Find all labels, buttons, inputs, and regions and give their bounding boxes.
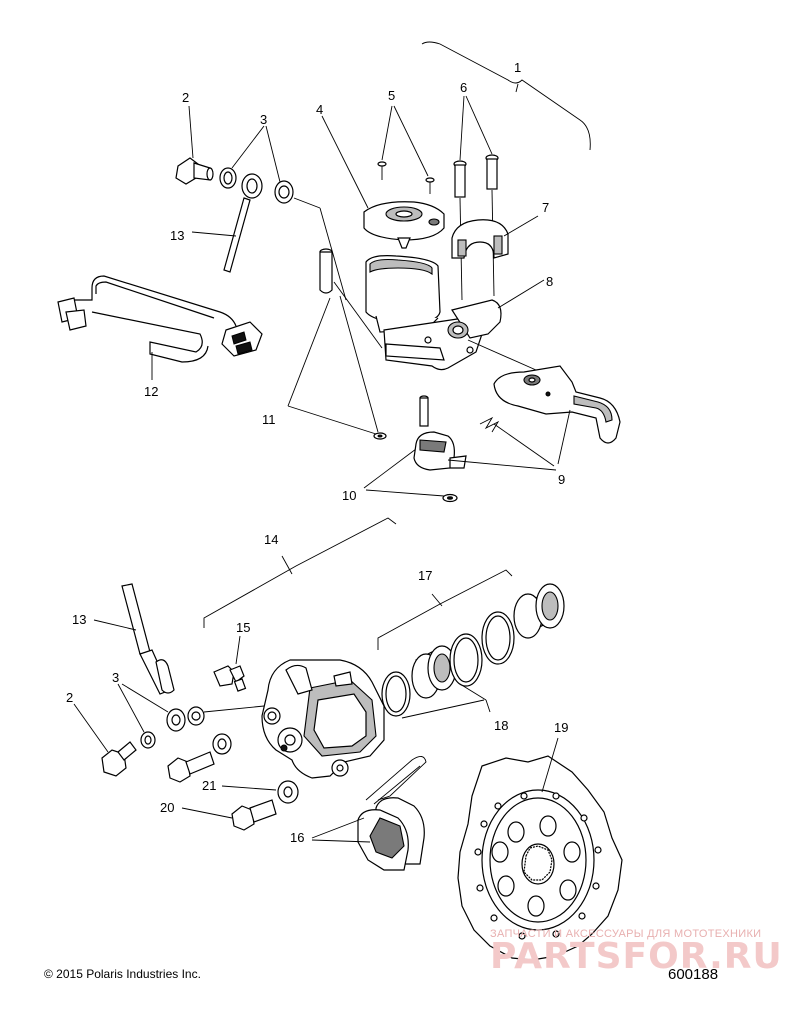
master-cylinder-body — [365, 255, 502, 371]
lever-pushrod-block — [413, 431, 467, 471]
clamp-bolt-2 — [485, 154, 499, 190]
callout-17: 17 — [418, 568, 432, 583]
group-bracket-14 — [203, 517, 397, 628]
washer-lower-2 — [187, 706, 205, 726]
callout-13-lower: 13 — [72, 612, 86, 627]
banjo-fitting-upper — [241, 173, 263, 199]
cap-screw-2 — [425, 177, 435, 194]
clamp-bolt-1 — [453, 160, 467, 198]
bleeder-valve — [213, 665, 247, 692]
watermark-logo: PARTSFOR.RU — [490, 936, 783, 977]
e-clip-2 — [442, 493, 458, 503]
callout-9: 9 — [558, 472, 565, 487]
callout-18: 18 — [494, 718, 508, 733]
callout-21: 21 — [202, 778, 216, 793]
wire-harness — [57, 275, 263, 363]
washer-lower-1 — [140, 731, 156, 749]
pivot-pin-upper — [319, 248, 333, 294]
brake-line-upper — [223, 197, 251, 273]
callout-4: 4 — [316, 102, 323, 117]
mount-bolt — [231, 799, 277, 831]
callout-20: 20 — [160, 800, 174, 815]
caliper-washer-mid — [212, 733, 232, 755]
banjo-fitting-lower — [166, 708, 186, 732]
callout-19: 19 — [554, 720, 568, 735]
callout-2-upper: 2 — [182, 90, 189, 105]
callout-11: 11 — [262, 412, 276, 427]
callout-3-lower: 3 — [112, 670, 119, 685]
banjo-bolt-upper — [175, 157, 214, 185]
document-number: 600188 — [668, 966, 719, 983]
callout-8: 8 — [546, 274, 553, 289]
callout-5: 5 — [388, 88, 395, 103]
seal-ring-3 — [481, 611, 515, 665]
lever-pin — [419, 395, 429, 427]
brake-pad-front — [357, 809, 409, 871]
e-clip-1 — [373, 432, 387, 440]
brake-caliper — [261, 659, 385, 779]
callout-10: 10 — [342, 488, 356, 503]
callout-16: 16 — [290, 830, 304, 845]
piston-2 — [513, 583, 565, 639]
callout-3-upper: 3 — [260, 112, 267, 127]
handlebar-clamp — [451, 219, 509, 259]
copyright-notice: © 2015 Polaris Industries Inc. — [44, 967, 201, 981]
callout-7: 7 — [542, 200, 549, 215]
washer-upper-2 — [274, 180, 294, 204]
brake-line-lower — [121, 583, 175, 695]
callout-13-upper: 13 — [170, 228, 184, 243]
callout-12: 12 — [144, 384, 158, 399]
callout-2-lower: 2 — [66, 690, 73, 705]
seal-ring-2 — [449, 633, 483, 687]
brake-lever — [493, 365, 621, 444]
cap-screw-1 — [377, 161, 387, 180]
callout-1: 1 — [514, 60, 521, 75]
brake-rotor — [457, 755, 623, 961]
reservoir-cap — [363, 201, 445, 249]
piston-1 — [411, 645, 457, 699]
callout-6: 6 — [460, 80, 467, 95]
group-bracket-1 — [421, 41, 591, 151]
pad-spring-clip — [365, 756, 427, 805]
watermark-tagline: ЗАПЧАСТИ И АКСЕССУАРЫ ДЛЯ МОТОТЕХНИКИ — [490, 928, 762, 940]
caliper-bolt-mid — [167, 751, 215, 783]
washer-upper-1 — [219, 167, 237, 189]
mount-washer — [277, 780, 299, 804]
banjo-bolt-lower — [101, 741, 137, 777]
seal-ring-1 — [381, 671, 411, 717]
callout-14: 14 — [264, 532, 278, 547]
callout-15: 15 — [236, 620, 250, 635]
